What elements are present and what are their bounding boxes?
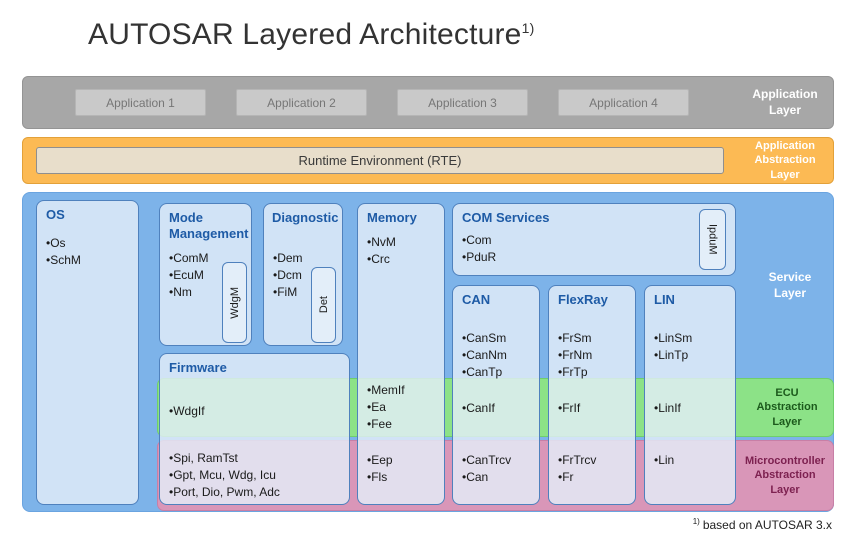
flexray-service-items: FrSm FrNm FrTp	[558, 330, 632, 381]
flexray-mcal-items: FrTrcv Fr	[558, 452, 632, 486]
list-item: Nm	[169, 284, 248, 301]
list-item: ComM	[169, 250, 248, 267]
memory-box: Memory NvM Crc MemIf Ea Fee Eep Fls	[357, 203, 445, 505]
mode-management-box-title: Mode Management	[169, 210, 249, 241]
application-abstraction-layer-label: Application Abstraction Layer	[754, 140, 816, 181]
list-item: Fee	[367, 416, 441, 433]
list-item: Gpt, Mcu, Wdg, Icu	[169, 467, 346, 484]
application-layer-label: Application Layer	[752, 87, 818, 117]
flexray-ecu-items: FrIf	[558, 400, 632, 417]
list-item: EcuM	[169, 267, 248, 284]
lin-service-items: LinSm LinTp	[654, 330, 732, 364]
list-item: CanTp	[462, 364, 536, 381]
list-item: FrNm	[558, 347, 632, 364]
list-item: Dem	[273, 250, 339, 267]
can-box-title: CAN	[462, 292, 491, 307]
can-ecu-items: CanIf	[462, 400, 536, 417]
list-item: Fls	[367, 469, 441, 486]
memory-service-items: NvM Crc	[367, 234, 441, 268]
list-item: Fr	[558, 469, 632, 486]
firmware-box: Firmware WdgIf Spi, RamTst Gpt, Mcu, Wdg…	[159, 353, 350, 505]
list-item: SchM	[46, 252, 135, 269]
page-title-superscript: 1)	[521, 20, 535, 36]
runtime-environment-box: Runtime Environment (RTE)	[36, 147, 724, 174]
list-item: Crc	[367, 251, 441, 268]
lin-box-title: LIN	[654, 292, 675, 307]
can-mcal-items: CanTrcv Can	[462, 452, 536, 486]
list-item: LinTp	[654, 347, 732, 364]
list-item: CanNm	[462, 347, 536, 364]
service-layer-label: Service Layer	[768, 270, 812, 300]
list-item: Can	[462, 469, 536, 486]
list-item: NvM	[367, 234, 441, 251]
application-1-box: Application 1	[75, 89, 206, 116]
det-box: Det	[311, 267, 336, 343]
firmware-box-title: Firmware	[169, 360, 227, 375]
list-item: FrIf	[558, 400, 632, 417]
list-item: Lin	[654, 452, 732, 469]
list-item: FrSm	[558, 330, 632, 347]
list-item: WdgIf	[169, 403, 346, 420]
ipdum-label: IpduM	[706, 224, 719, 255]
application-2-box: Application 2	[236, 89, 367, 116]
com-services-box: COM Services Com PduR	[452, 203, 736, 276]
list-item: CanTrcv	[462, 452, 536, 469]
list-item: Port, Dio, Pwm, Adc	[169, 484, 346, 501]
footnote-superscript: 1)	[692, 517, 700, 526]
lin-mcal-items: Lin	[654, 452, 732, 469]
list-item: CanIf	[462, 400, 536, 417]
os-items: Os SchM	[46, 235, 135, 269]
com-services-items: Com PduR	[462, 232, 732, 266]
list-item: Com	[462, 232, 732, 249]
diagnostic-items: Dem Dcm FiM	[273, 250, 339, 301]
memory-ecu-items: MemIf Ea Fee	[367, 382, 441, 433]
list-item: Ea	[367, 399, 441, 416]
list-item: Dcm	[273, 267, 339, 284]
firmware-mcal-items: Spi, RamTst Gpt, Mcu, Wdg, Icu Port, Dio…	[169, 450, 346, 501]
list-item: MemIf	[367, 382, 441, 399]
firmware-ecu-items: WdgIf	[169, 403, 346, 420]
list-item: PduR	[462, 249, 732, 266]
memory-mcal-items: Eep Fls	[367, 452, 441, 486]
page-title: AUTOSAR Layered Architecture1)	[88, 18, 534, 52]
footnote-text: based on AUTOSAR 3.x	[702, 518, 832, 532]
microcontroller-abstraction-layer-label: Microcontroller Abstraction Layer	[744, 455, 826, 496]
mode-management-items: ComM EcuM Nm	[169, 250, 248, 301]
list-item: FrTp	[558, 364, 632, 381]
list-item: FiM	[273, 284, 339, 301]
os-box: OS Os SchM	[36, 200, 139, 505]
lin-box: LIN LinSm LinTp LinIf Lin	[644, 285, 736, 505]
list-item: CanSm	[462, 330, 536, 347]
application-3-box: Application 3	[397, 89, 528, 116]
can-service-items: CanSm CanNm CanTp	[462, 330, 536, 381]
diagnostic-box-title: Diagnostic	[272, 210, 339, 225]
wdgm-box: WdgM	[222, 262, 247, 343]
footnote: 1)based on AUTOSAR 3.x	[693, 517, 832, 532]
det-label: Det	[317, 296, 330, 314]
application-4-box: Application 4	[558, 89, 689, 116]
flexray-box: FlexRay FrSm FrNm FrTp FrIf FrTrcv Fr	[548, 285, 636, 505]
list-item: FrTrcv	[558, 452, 632, 469]
page-title-text: AUTOSAR Layered Architecture	[88, 18, 522, 51]
wdgm-label: WdgM	[228, 286, 241, 319]
com-services-box-title: COM Services	[462, 210, 550, 225]
ecu-abstraction-layer-label: ECU Abstraction Layer	[756, 387, 818, 428]
list-item: Os	[46, 235, 135, 252]
list-item: Spi, RamTst	[169, 450, 346, 467]
list-item: LinSm	[654, 330, 732, 347]
os-box-title: OS	[46, 207, 65, 222]
ipdum-box: IpduM	[699, 209, 726, 270]
lin-ecu-items: LinIf	[654, 400, 732, 417]
flexray-box-title: FlexRay	[558, 292, 608, 307]
list-item: Eep	[367, 452, 441, 469]
can-box: CAN CanSm CanNm CanTp CanIf CanTrcv Can	[452, 285, 540, 505]
list-item: LinIf	[654, 400, 732, 417]
memory-box-title: Memory	[367, 210, 417, 225]
